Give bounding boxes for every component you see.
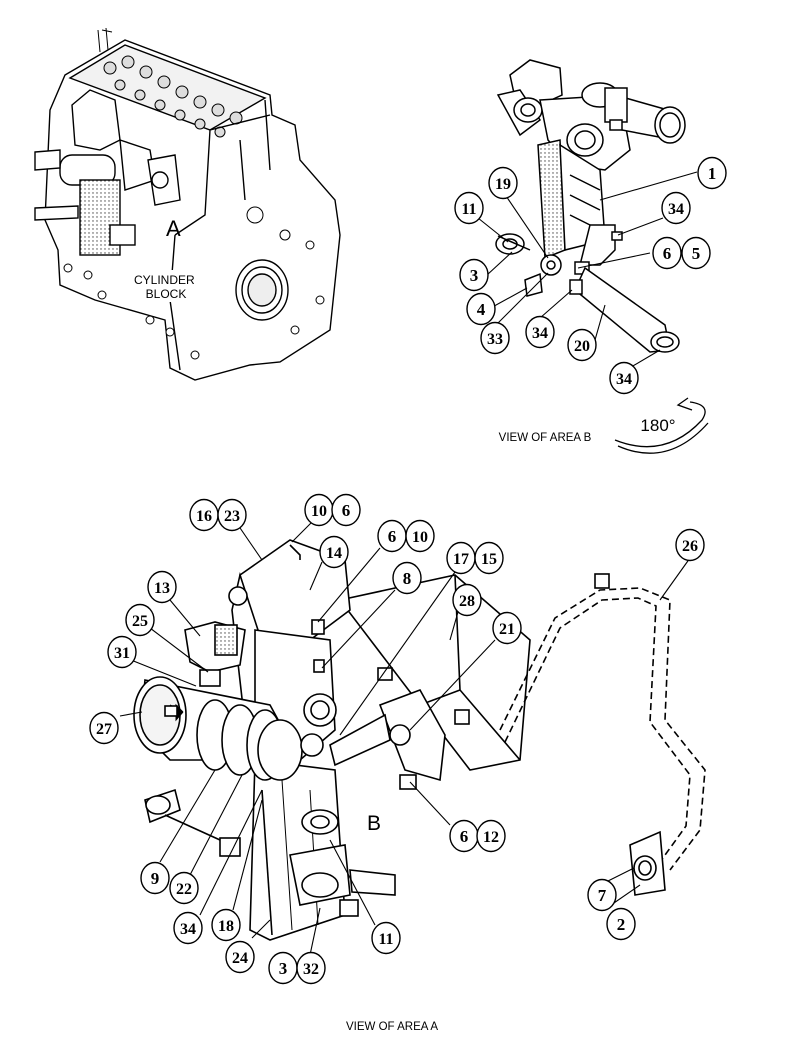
cylinder-block-label: CYLINDER BLOCK xyxy=(128,270,206,302)
area-a-marker: A xyxy=(166,216,181,241)
area-a-drawing xyxy=(133,539,531,941)
callout-number: 19 xyxy=(495,176,511,193)
callout-number: 11 xyxy=(461,201,476,218)
callout-number: 14 xyxy=(326,545,342,562)
callout-b-34b: 34 xyxy=(525,315,555,349)
callout-a-28: 28 xyxy=(452,583,482,617)
callout-number: 4 xyxy=(477,300,486,319)
callout-a-31: 31 xyxy=(107,635,137,669)
callout-b-33: 33 xyxy=(480,321,510,355)
callout-number: 34 xyxy=(668,201,684,218)
callout-number: 13 xyxy=(154,580,170,597)
callout-number: 33 xyxy=(487,331,503,348)
callout-a-26: 26 xyxy=(675,528,705,562)
callout-a-21: 21 xyxy=(492,611,522,645)
callout-a-16: 16 xyxy=(189,498,219,532)
callout-number: 6 xyxy=(460,827,469,846)
callout-number: 25 xyxy=(132,613,148,630)
callout-a-32: 32 xyxy=(296,951,326,985)
callout-number: 28 xyxy=(459,593,475,610)
callout-number: 31 xyxy=(114,645,130,662)
callout-number: 26 xyxy=(682,538,698,555)
callout-b-34c: 34 xyxy=(609,361,639,395)
callout-number: 6 xyxy=(663,244,672,263)
callout-number: 8 xyxy=(403,569,412,588)
rotation-label: 180° xyxy=(640,416,675,435)
callout-number: 10 xyxy=(412,529,428,546)
callout-number: 10 xyxy=(311,503,327,520)
callout-number: 6 xyxy=(388,527,397,546)
callout-number: 24 xyxy=(232,950,248,967)
callout-number: 23 xyxy=(224,508,240,525)
area-b-leaders xyxy=(477,171,698,371)
callout-number: 3 xyxy=(470,266,479,285)
callout-number: 15 xyxy=(481,551,497,568)
callout-a-22: 22 xyxy=(169,871,199,905)
callout-a-24: 24 xyxy=(225,940,255,974)
callout-b-11: 11 xyxy=(454,191,484,225)
area-b-marker: B xyxy=(367,812,381,835)
callout-a-34: 34 xyxy=(173,911,203,945)
callout-number: 18 xyxy=(218,918,234,935)
engine-overview-drawing xyxy=(34,27,341,381)
callout-a-23: 23 xyxy=(217,498,247,532)
callout-number: 34 xyxy=(180,921,196,938)
callout-b-6: 6 xyxy=(652,236,682,270)
callout-a-2: 2 xyxy=(606,907,636,941)
callout-number: 17 xyxy=(453,551,469,568)
callout-b-20: 20 xyxy=(567,328,597,362)
callout-b-5: 5 xyxy=(681,236,711,270)
callout-number: 27 xyxy=(96,721,112,738)
callout-a-14: 14 xyxy=(319,535,349,569)
callout-a-25: 25 xyxy=(125,603,155,637)
callout-b-34a: 34 xyxy=(661,191,691,225)
callout-number: 32 xyxy=(303,961,319,978)
callout-number: 16 xyxy=(196,508,212,525)
callout-number: 6 xyxy=(342,501,351,520)
view-area-b-caption: VIEW OF AREA B xyxy=(499,432,592,444)
callout-number: 20 xyxy=(574,338,590,355)
area-b-drawing xyxy=(495,59,686,353)
callout-a-18: 18 xyxy=(211,908,241,942)
callout-a-15: 15 xyxy=(474,541,504,575)
callout-a-8: 8 xyxy=(392,561,422,595)
callout-a-6c: 6 xyxy=(449,819,479,853)
callout-b-1: 1 xyxy=(697,156,727,190)
callout-number: 9 xyxy=(151,869,160,888)
callout-number: 21 xyxy=(499,621,515,638)
callout-number: 22 xyxy=(176,881,192,898)
callout-number: 2 xyxy=(617,915,626,934)
callout-number: 34 xyxy=(616,371,632,388)
callout-number: 5 xyxy=(692,244,701,263)
rotation-arrow-icon xyxy=(614,397,709,454)
egr-pipe-26 xyxy=(499,573,706,896)
callout-b-19: 19 xyxy=(488,166,518,200)
callout-a-6b: 6 xyxy=(377,519,407,553)
callout-a-9: 9 xyxy=(140,861,170,895)
callout-number: 7 xyxy=(598,886,607,905)
callout-number: 34 xyxy=(532,325,548,342)
callout-a-12: 12 xyxy=(476,819,506,853)
callout-a-11: 11 xyxy=(371,921,401,955)
callout-a-27: 27 xyxy=(89,711,119,745)
svg-text:CYLINDER BLOCK: CYLINDER BLOCK xyxy=(134,273,198,301)
callout-a-10a: 10 xyxy=(304,493,334,527)
view-area-a-caption: VIEW OF AREA A xyxy=(346,1021,438,1033)
callout-a-13: 13 xyxy=(147,570,177,604)
callout-a-7: 7 xyxy=(587,878,617,912)
callout-b-4: 4 xyxy=(466,292,496,326)
callout-a-17: 17 xyxy=(446,541,476,575)
callout-a-3: 3 xyxy=(268,951,298,985)
callout-a-10b: 10 xyxy=(405,519,435,553)
callout-number: 11 xyxy=(378,931,393,948)
callout-number: 1 xyxy=(708,164,717,183)
callout-a-6a: 6 xyxy=(331,493,361,527)
callout-b-3: 3 xyxy=(459,258,489,292)
callout-number: 12 xyxy=(483,829,499,846)
callout-number: 3 xyxy=(279,959,288,978)
area-a-leaders xyxy=(119,521,691,956)
